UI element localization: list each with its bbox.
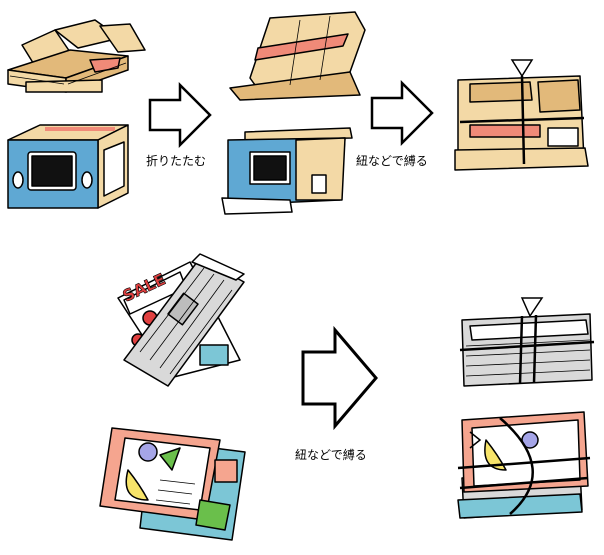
- label-tie-cardboard: 紐などで縛る: [356, 154, 428, 168]
- label-tie-paper: 紐などで縛る: [295, 448, 367, 462]
- label-fold: 折りたたむ: [146, 154, 207, 168]
